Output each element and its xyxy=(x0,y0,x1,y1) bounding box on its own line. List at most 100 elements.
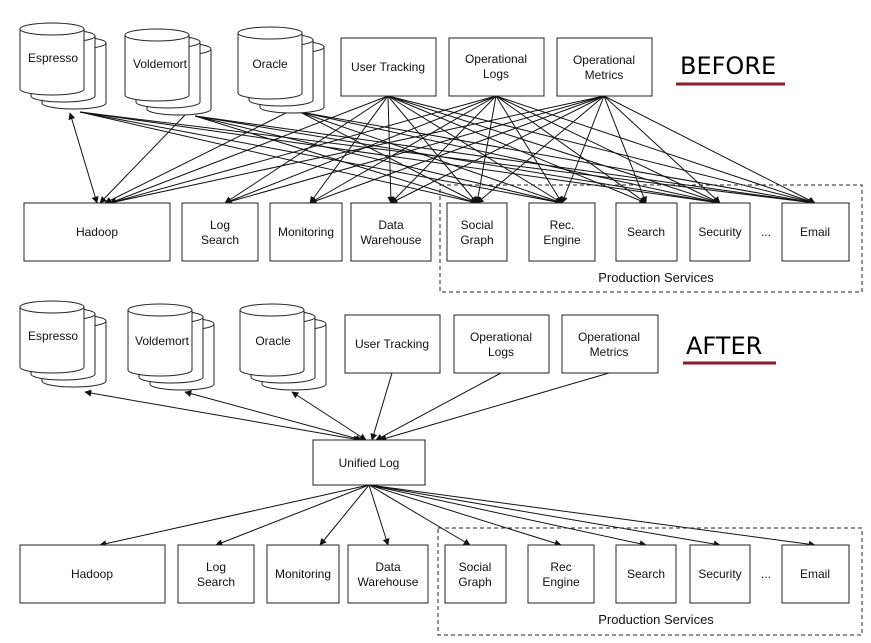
edge-source-to-consumer xyxy=(387,95,478,204)
after-consumer-log-search: Log Search xyxy=(177,544,255,604)
source-label: User Tracking xyxy=(351,60,425,74)
consumer-label: Email xyxy=(800,225,830,239)
before-consumer-search: Search xyxy=(615,202,678,262)
edge-source-to-consumer xyxy=(561,95,605,204)
after-consumer-search: Search xyxy=(615,544,677,604)
consumer-label-line1: Social xyxy=(461,218,494,232)
edge-voldemort-hadoop xyxy=(99,114,186,204)
source-label: User Tracking xyxy=(355,337,429,351)
consumer-label-line2: Search xyxy=(201,233,239,247)
edge-source-to-consumer xyxy=(495,95,721,204)
before-consumer-security: Security xyxy=(689,202,751,262)
edge-unified-log-to-consumer xyxy=(368,484,721,548)
source-label-line1: Operational xyxy=(470,330,532,344)
edge-espresso-hadoop xyxy=(68,112,99,204)
unified-log-label: Unified Log xyxy=(339,456,400,470)
consumer-label-line1: Data xyxy=(375,560,401,574)
consumer-label-line1: Rec. xyxy=(550,218,575,232)
consumer-label: Search xyxy=(627,225,665,239)
edge-oracle-unified-log xyxy=(291,391,367,441)
edge-source-to-consumer xyxy=(309,95,497,204)
before-consumer-hadoop: Hadoop xyxy=(23,202,171,262)
after-section: AFTER Espresso xyxy=(19,300,863,636)
store-label: Voldemort xyxy=(133,57,188,71)
edge-source-to-consumer xyxy=(495,95,563,204)
store-label: Oracle xyxy=(252,57,288,71)
consumer-label-line2: Graph xyxy=(458,575,491,589)
after-consumer-data-warehouse: Data Warehouse xyxy=(347,544,429,604)
consumer-label-line2: Search xyxy=(197,575,235,589)
edge-source-to-consumer xyxy=(224,95,389,204)
after-consumer-email: Email xyxy=(781,544,850,604)
before-consumer-ellipsis: ... xyxy=(761,225,771,239)
before-section: BEFORE Espresso xyxy=(19,22,863,293)
edge-source-to-consumer xyxy=(476,95,605,204)
before-consumer-email: Email xyxy=(781,202,850,262)
after-production-services-group xyxy=(437,527,863,636)
source-label-line2: Logs xyxy=(483,67,509,81)
after-consumer-hadoop: Hadoop xyxy=(19,544,166,604)
edge-unified-log-to-consumer xyxy=(319,484,370,546)
edge-unified-log-to-consumer xyxy=(368,484,562,547)
consumer-label-line2: Engine xyxy=(542,575,580,589)
source-label-line1: Operational xyxy=(573,53,635,67)
after-source-operational-metrics: Operational Metrics xyxy=(561,314,659,374)
before-store-voldemort: Voldemort xyxy=(124,28,212,116)
after-consumer-social-graph: Social Graph xyxy=(444,544,507,604)
consumer-label: Security xyxy=(698,567,741,581)
after-connections xyxy=(84,372,816,548)
after-store-oracle: Oracle xyxy=(239,303,327,391)
before-production-services-group xyxy=(439,184,863,293)
edge-unified-log-to-consumer xyxy=(215,484,370,546)
edge-source-to-consumer xyxy=(309,95,605,205)
store-label: Espresso xyxy=(28,51,78,65)
consumer-label-line1: Log xyxy=(206,560,226,574)
store-label: Oracle xyxy=(255,334,291,348)
after-production-services-label: Production Services xyxy=(598,612,714,627)
source-label-line2: Logs xyxy=(488,345,514,359)
after-source-operational-logs: Operational Logs xyxy=(453,314,550,374)
before-source-operational-metrics: Operational Metrics xyxy=(556,37,653,97)
edge-source-to-consumer xyxy=(474,95,497,204)
edge-voldemort-unified-log xyxy=(184,390,363,442)
consumer-label-line1: Social xyxy=(459,560,492,574)
before-store-oracle: Oracle xyxy=(237,26,325,114)
consumer-label-line1: Rec xyxy=(550,560,571,574)
consumer-label: Email xyxy=(800,567,830,581)
after-consumer-rec-engine: Rec Engine xyxy=(527,544,595,604)
consumer-label: Hadoop xyxy=(76,225,118,239)
edge-espresso-unified-log xyxy=(84,389,361,443)
source-label-line2: Metrics xyxy=(590,345,629,359)
consumer-label-line2: Graph xyxy=(460,233,493,247)
consumer-label-line1: Data xyxy=(378,218,404,232)
before-store-espresso: Espresso xyxy=(19,22,107,110)
edge-source-to-consumer xyxy=(309,95,389,204)
consumer-label: Monitoring xyxy=(275,567,331,581)
consumer-label: Security xyxy=(698,225,741,239)
edge-source-to-consumer xyxy=(390,95,605,204)
source-label-line1: Operational xyxy=(465,52,527,66)
consumer-label-line2: Engine xyxy=(543,233,581,247)
edge-source-to-consumer xyxy=(603,95,816,204)
unified-log: Unified Log xyxy=(312,439,426,486)
consumer-label: Monitoring xyxy=(278,225,334,239)
edge-source-to-consumer xyxy=(224,95,497,204)
before-source-user-tracking: User Tracking xyxy=(340,37,437,97)
after-heading: AFTER xyxy=(686,332,762,360)
edge-store-to-service xyxy=(79,111,478,206)
before-production-services-label: Production Services xyxy=(598,270,714,285)
edge-store-to-service xyxy=(299,111,563,205)
after-consumer-monitoring: Monitoring xyxy=(266,544,340,604)
source-label-line1: Operational xyxy=(578,330,640,344)
consumer-label-line2: Warehouse xyxy=(358,575,419,589)
after-consumer-security: Security xyxy=(689,544,751,604)
edge-unified-log-to-consumer xyxy=(368,484,816,548)
edge-source-to-consumer xyxy=(109,95,389,205)
edge-operational-metrics-unified-log xyxy=(379,372,610,442)
edge-source-to-consumer xyxy=(109,95,497,205)
after-store-espresso: Espresso xyxy=(19,300,107,388)
before-consumer-social-graph: Social Graph xyxy=(446,202,508,262)
before-source-operational-logs: Operational Logs xyxy=(448,37,545,97)
after-source-user-tracking: User Tracking xyxy=(344,314,441,374)
